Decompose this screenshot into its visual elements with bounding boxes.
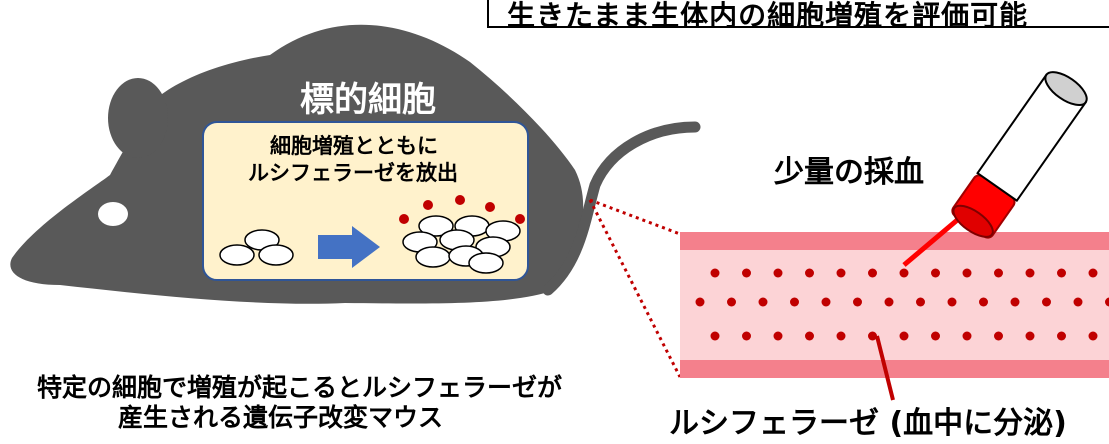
blood-sampling-label: 少量の採血 bbox=[774, 155, 924, 190]
process-box-line-2: ルシフェラーゼを放出 bbox=[248, 161, 458, 185]
vessel-dot bbox=[884, 297, 894, 307]
luciferase-pointer bbox=[875, 335, 895, 401]
vessel-dot bbox=[1088, 331, 1098, 341]
vessel-dot bbox=[899, 268, 909, 278]
vessel-dot bbox=[1057, 268, 1066, 278]
vessel-lumen bbox=[680, 250, 1109, 360]
initial-cells bbox=[219, 229, 294, 266]
vessel-dot bbox=[899, 331, 909, 341]
vessel-dot bbox=[1025, 331, 1035, 341]
vessel-dot bbox=[710, 268, 720, 278]
vessel-dot bbox=[931, 331, 940, 341]
released-luciferase-dots bbox=[399, 195, 525, 224]
mouse-ear bbox=[108, 78, 168, 158]
vessel-dot bbox=[994, 268, 1003, 278]
mouse-eye bbox=[98, 202, 128, 226]
vessel-dot bbox=[790, 297, 799, 307]
vessel-dot bbox=[695, 297, 705, 307]
vessel-dot bbox=[947, 297, 957, 307]
process-box-line-1: 細胞増殖とともに bbox=[270, 134, 438, 158]
vessel-wall-bottom bbox=[680, 360, 1109, 378]
vessel-dot bbox=[962, 268, 972, 278]
vessel-dot bbox=[1025, 268, 1035, 278]
blood-collection-tube bbox=[951, 71, 1088, 239]
vessel-dot bbox=[1105, 297, 1109, 307]
vessel-dot bbox=[931, 268, 940, 278]
vessel-dot bbox=[962, 331, 972, 341]
mouse-caption-line-2: 産生される遺伝子改変マウス bbox=[118, 403, 444, 432]
luciferase-label: ルシフェラーゼ (血中に分泌) bbox=[669, 406, 1067, 441]
vessel-luciferase-dots bbox=[695, 268, 1109, 341]
vessel-dot bbox=[805, 268, 814, 278]
vessel-wall-top bbox=[680, 232, 1109, 250]
vessel-dot bbox=[1010, 297, 1020, 307]
mouse-caption-line-1: 特定の細胞で増殖が起こるとルシフェラーゼが bbox=[37, 373, 563, 402]
header-banner: 生きたまま生体内の細胞増殖を評価可能 bbox=[487, 0, 1109, 28]
proliferated-cells bbox=[402, 215, 521, 274]
vessel-dot bbox=[868, 268, 877, 278]
vessel-dot bbox=[773, 268, 783, 278]
mouse-tail bbox=[542, 121, 701, 296]
syringe-tip-face bbox=[952, 204, 994, 238]
vessel-dot bbox=[710, 331, 720, 341]
vessel-dot bbox=[1057, 331, 1066, 341]
vessel-dot bbox=[836, 268, 846, 278]
vessel-dot bbox=[994, 331, 1003, 341]
syringe-end bbox=[1044, 71, 1088, 107]
vessel-dot bbox=[979, 297, 988, 307]
proliferation-arrow bbox=[318, 226, 380, 268]
vessel-dot bbox=[742, 331, 751, 341]
syringe-needle bbox=[902, 214, 964, 267]
vessel-dot bbox=[727, 297, 736, 307]
vessel-dot bbox=[1073, 297, 1083, 307]
vessel-dot bbox=[742, 268, 751, 278]
vessel-dot bbox=[853, 297, 862, 307]
vessel-dot bbox=[1088, 268, 1098, 278]
vessel-dot bbox=[758, 297, 768, 307]
vessel-dot bbox=[836, 331, 846, 341]
vessel-dot bbox=[773, 331, 783, 341]
target-cell-title: 標的細胞 bbox=[300, 80, 436, 120]
vessel-dot bbox=[868, 331, 877, 341]
vessel-dot bbox=[1042, 297, 1051, 307]
vessel-dot bbox=[916, 297, 925, 307]
vessel-dot bbox=[821, 297, 831, 307]
zoom-lines bbox=[588, 198, 682, 378]
header-text: 生きたまま生体内の細胞増殖を評価可能 bbox=[507, 0, 1029, 28]
vessel-dot bbox=[805, 331, 814, 341]
blood-vessel bbox=[680, 232, 1109, 378]
